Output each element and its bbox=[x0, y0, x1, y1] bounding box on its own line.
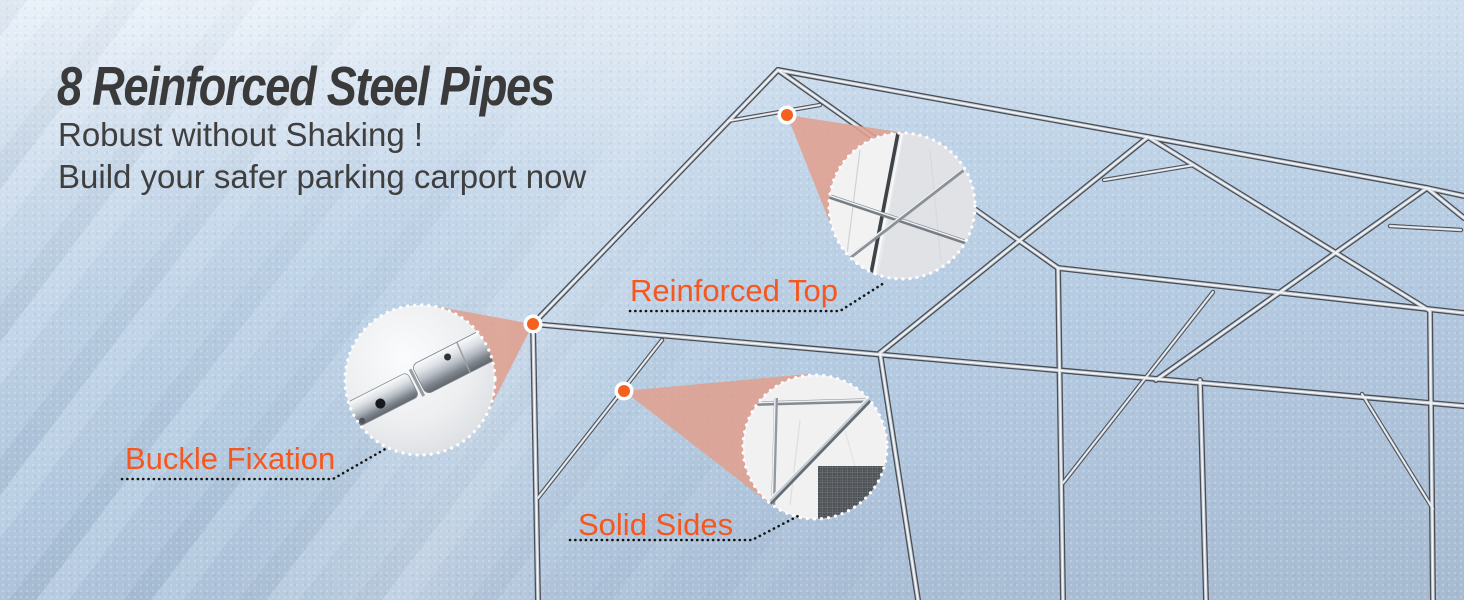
callout-label-solid-sides: Solid Sides bbox=[578, 507, 734, 542]
joint-dot-reinforced-top bbox=[777, 105, 797, 125]
banner-subtitle-line1: Robust without Shaking ! bbox=[58, 116, 424, 153]
steel-frame bbox=[530, 67, 1464, 600]
leader-reinforced-top bbox=[628, 281, 886, 313]
callout-label-buckle-fixation: Buckle Fixation bbox=[125, 441, 336, 476]
detail-circle-buckle-fixation bbox=[343, 303, 497, 457]
callout-label-reinforced-top: Reinforced Top bbox=[630, 273, 838, 308]
detail-circle-reinforced-top bbox=[827, 131, 977, 281]
dotted-circle-border bbox=[741, 373, 889, 521]
joint-marker-dots bbox=[523, 105, 797, 401]
dotted-circle-border bbox=[343, 303, 497, 457]
banner-title: 8 Reinforced Steel Pipes bbox=[57, 55, 555, 117]
joint-dot-buckle-fixation bbox=[523, 314, 543, 334]
joint-dot-solid-sides bbox=[614, 381, 634, 401]
dotted-circle-border bbox=[827, 131, 977, 281]
leader-solid-sides bbox=[568, 514, 800, 542]
banner-subtitle-line2: Build your safer parking carport now bbox=[58, 158, 587, 195]
leader-lines bbox=[120, 281, 886, 542]
leader-buckle-fixation bbox=[120, 446, 389, 481]
